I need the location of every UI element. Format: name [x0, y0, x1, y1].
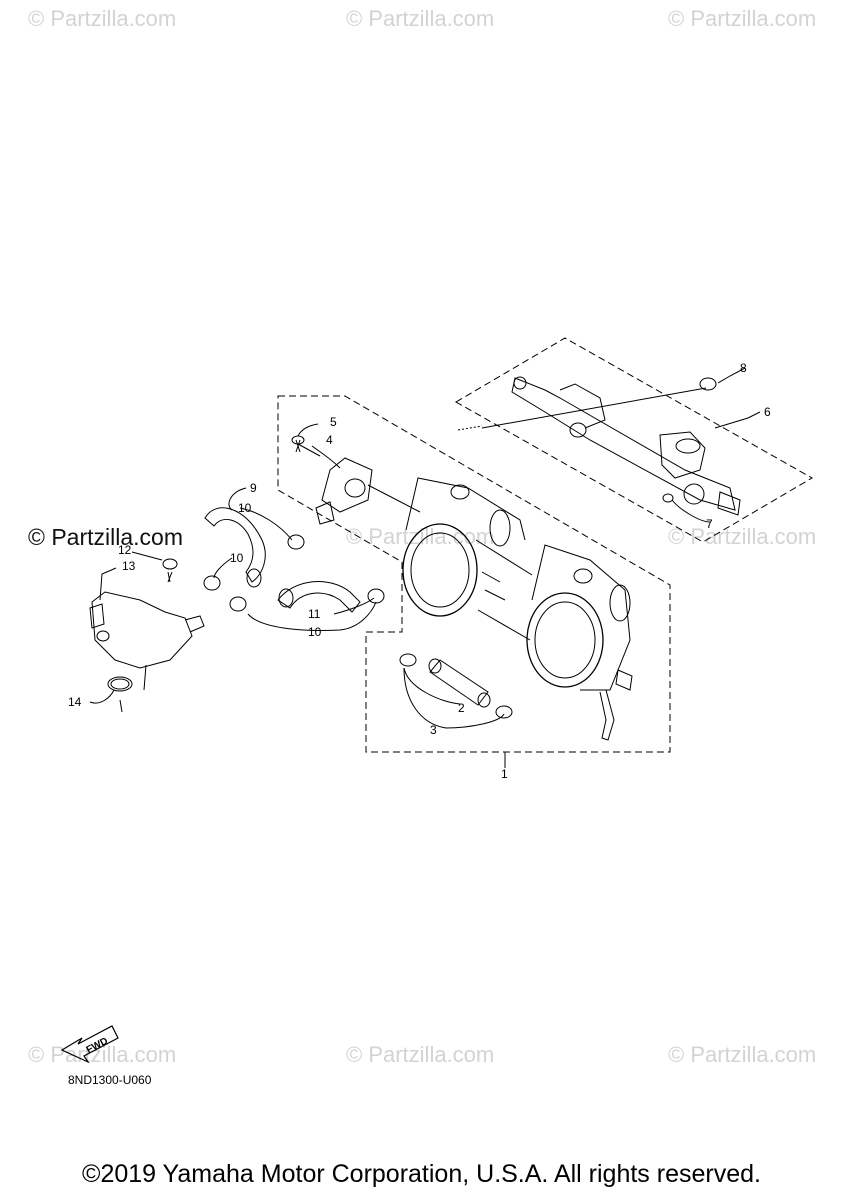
callout-labels: 1 2 3 4 5 6 7 8 9 10 10 10 11 12 13 14 F… — [68, 361, 771, 1056]
callout-6: 6 — [764, 405, 771, 419]
callout-13: 13 — [122, 559, 136, 573]
watermark-top-right: © Partzilla.com — [668, 6, 817, 31]
watermark-mid-center: © Partzilla.com — [346, 524, 495, 549]
throttle-position-sensor-part — [291, 435, 421, 525]
callout-10-bottom: 10 — [308, 625, 322, 639]
isc-valve-part — [89, 558, 205, 713]
fwd-arrow-icon — [60, 1025, 119, 1064]
clamps-part — [203, 534, 513, 719]
callout-2: 2 — [458, 701, 465, 715]
fuel-rail-group-outline — [454, 337, 814, 543]
diagram-code: 8ND1300-U060 — [68, 1073, 152, 1087]
callout-11: 11 — [308, 607, 321, 621]
callout-10-top: 10 — [238, 501, 252, 515]
hose-part — [204, 507, 491, 708]
callout-3: 3 — [430, 723, 437, 737]
watermark-top-center: © Partzilla.com — [346, 6, 495, 31]
callout-12: 12 — [118, 543, 132, 557]
watermark-bottom-center: © Partzilla.com — [346, 1042, 495, 1067]
callout-10-middle: 10 — [230, 551, 244, 565]
callout-14: 14 — [68, 695, 82, 709]
callout-5: 5 — [330, 415, 337, 429]
throttle-body-part — [402, 477, 633, 741]
callout-7: 7 — [706, 517, 713, 531]
callout-4: 4 — [326, 433, 333, 447]
copyright-notice: ©2019 Yamaha Motor Corporation, U.S.A. A… — [82, 1160, 761, 1188]
callout-8: 8 — [740, 361, 747, 375]
watermark-mid-right: © Partzilla.com — [668, 524, 817, 549]
leader-lines — [89, 367, 761, 768]
throttle-body-group-outline — [277, 395, 671, 753]
callout-9: 9 — [250, 481, 257, 495]
watermark-bottom-right: © Partzilla.com — [668, 1042, 817, 1067]
watermark-mid-left: © Partzilla.com — [28, 524, 183, 550]
fuel-rail-part — [457, 376, 741, 516]
watermark-top-left: © Partzilla.com — [28, 6, 177, 31]
callout-1: 1 — [501, 767, 508, 781]
